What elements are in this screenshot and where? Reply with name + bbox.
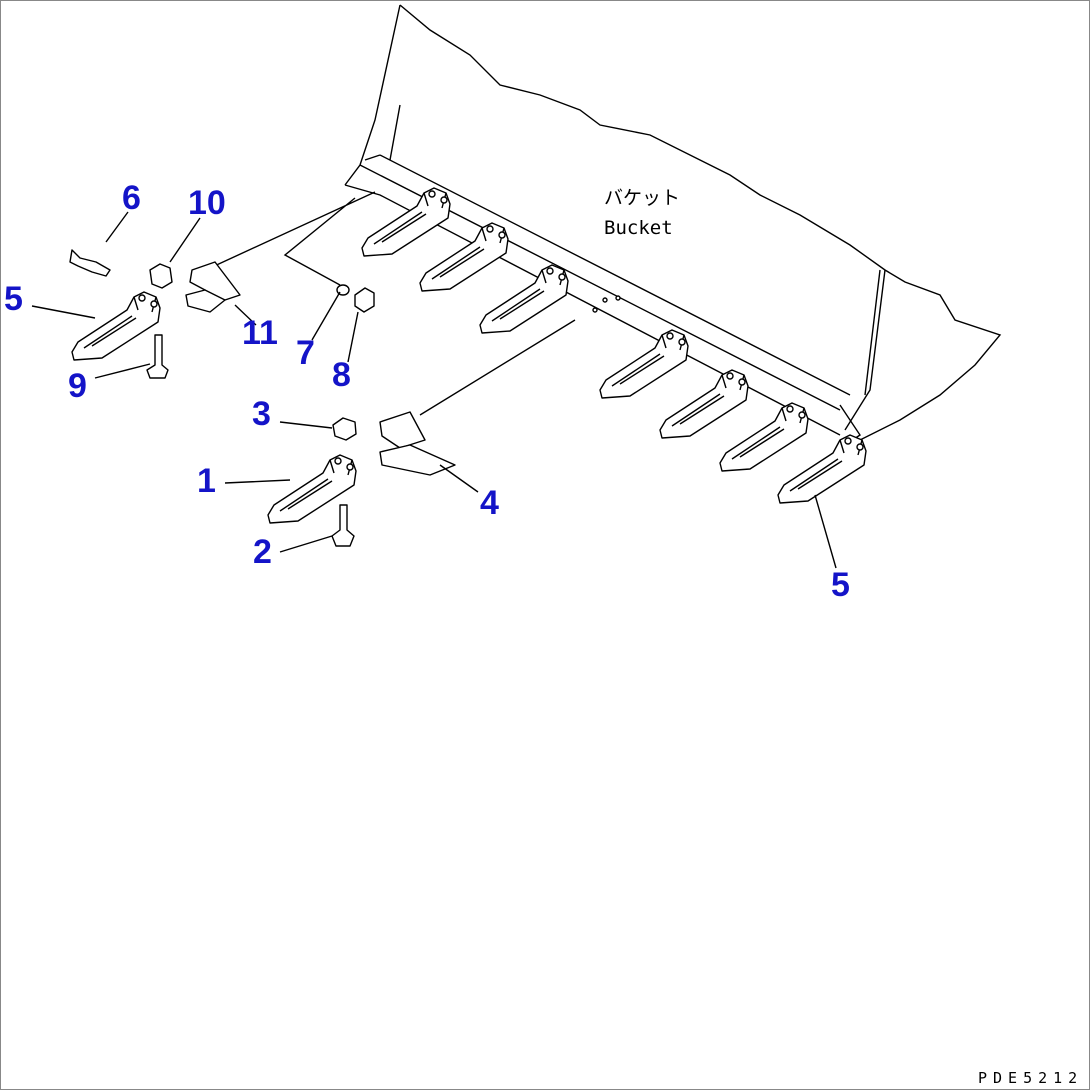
callout-5-right: 5 [831,566,850,604]
callout-3: 3 [252,395,271,433]
callout-6: 6 [122,179,141,217]
callout-5-left: 5 [4,280,23,318]
exploded-parts [69,249,456,547]
mounted-teeth [361,187,867,504]
callout-2: 2 [253,533,272,571]
callout-1: 1 [197,462,216,500]
callout-11: 11 [242,314,278,352]
callout-8: 8 [332,356,351,394]
assembly-lines [209,191,576,416]
callout-9: 9 [68,367,87,405]
callout-7: 7 [296,334,315,372]
bucket-label-jp: バケット [604,187,680,209]
callout-4: 4 [480,484,499,522]
drawing-code: PDE5212 [978,1069,1083,1087]
bucket-label-en: Bucket [604,217,673,239]
callout-10: 10 [188,184,226,222]
leader-lines [31,211,837,569]
